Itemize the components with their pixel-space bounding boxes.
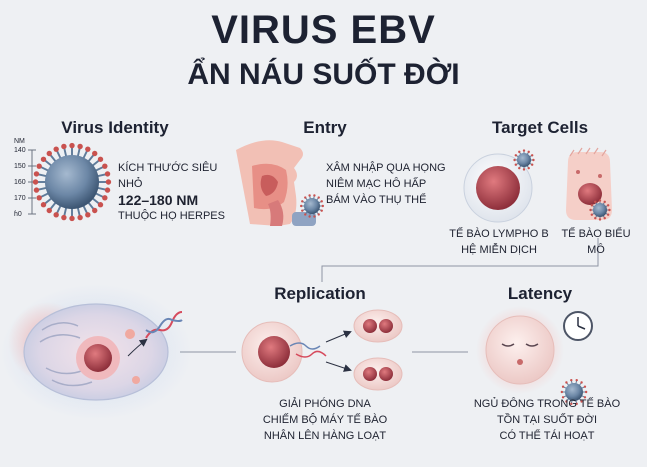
heading-virus-identity: Virus Identity [61,118,169,137]
latency-line-2: TỒN TẠI SUỐT ĐỜI [496,414,598,426]
entry-line-1: XÂM NHẬP QUA HỌNG [326,162,446,174]
latency-line-3: CÓ THỂ TÁI HOẠT [499,430,595,442]
replication-line-2: CHIẾM BỘ MÁY TẾ BÀO [262,414,388,426]
lympho-line-2: HỆ MIỄN DỊCH [461,244,537,256]
identity-line-3: THUỘC HỌ HERPES [118,210,225,222]
latency-description: NGỦ ĐÔNG TRONG TẾ BÀO TỒN TẠI SUỐT ĐỜI C… [462,396,632,444]
lymphocyte-b-cell [463,153,533,223]
ruler-unit: NM [14,138,25,145]
virus-on-lymphocyte [513,149,535,171]
ruler-tick: 160 [14,179,26,186]
ruler-tick: 150 [14,163,26,170]
virus-on-epithelial-cell [589,199,611,221]
identity-description: KÍCH THƯỚC SIÊU NHỎ 122–180 NM THUỘC HỌ … [118,160,243,224]
replication-line-1: GIẢI PHÓNG DNA [279,398,371,410]
epithelial-caption: TẾ BÀO BIỂU MÔ [556,226,636,258]
ruler-tick: ɦ0 [14,211,22,218]
entry-description: XÂM NHẬP QUA HỌNG NIÊM MẠC HÔ HẤP BÁM VÀ… [326,160,446,208]
ebv-virus-large [32,142,112,222]
replicating-cell [241,321,327,383]
virus-size-value: 122–180 NM [118,192,199,208]
dna-helix [145,311,183,339]
page-title: VIRUS EBV [211,8,436,52]
heading-target-cells: Target Cells [491,118,589,137]
lympho-caption: TẾ BÀO LYMPHO B HỆ MIỄN DỊCH [440,226,558,258]
division-arrow-up [325,330,352,343]
entry-line-3: BÁM VÀO THỤ THỂ [326,194,427,206]
latency-line-1: NGỦ ĐÔNG TRONG TẾ BÀO [473,398,621,410]
heading-latency: Latency [507,284,573,303]
epithelial-line-2: MÔ [587,244,605,256]
virus-near-dormant-cell [560,378,588,406]
epithelial-line-1: TẾ BÀO BIỂU [561,228,631,240]
lympho-line-1: TẾ BÀO LYMPHO B [449,228,549,240]
daughter-cell-bottom [353,357,403,391]
dna-release-arrow [127,338,148,357]
dormant-cell [476,306,564,394]
ruler-tick: 140 [14,147,26,154]
heading-replication: Replication [274,284,366,303]
connector-line [321,238,599,282]
virus-at-throat [300,194,324,218]
infected-host-cell [0,284,192,420]
replication-description: GIẢI PHÓNG DNA CHIẾM BỘ MÁY TẾ BÀO NHÂN … [240,396,410,444]
entry-line-2: NIÊM MẠC HÔ HẤP [326,178,427,190]
ruler-tick: 170 [14,195,26,202]
division-arrow-down [325,361,352,372]
throat-profile-illustration [236,140,316,226]
page-subtitle: ẨN NÁU SUỐT ĐỜI [187,58,460,91]
identity-line-1: KÍCH THƯỚC SIÊU NHỎ [118,162,218,190]
clock-icon [563,311,593,341]
daughter-cell-top [353,309,403,343]
heading-entry: Entry [303,118,347,137]
replication-line-3: NHÂN LÊN HÀNG LOẠT [263,430,387,442]
